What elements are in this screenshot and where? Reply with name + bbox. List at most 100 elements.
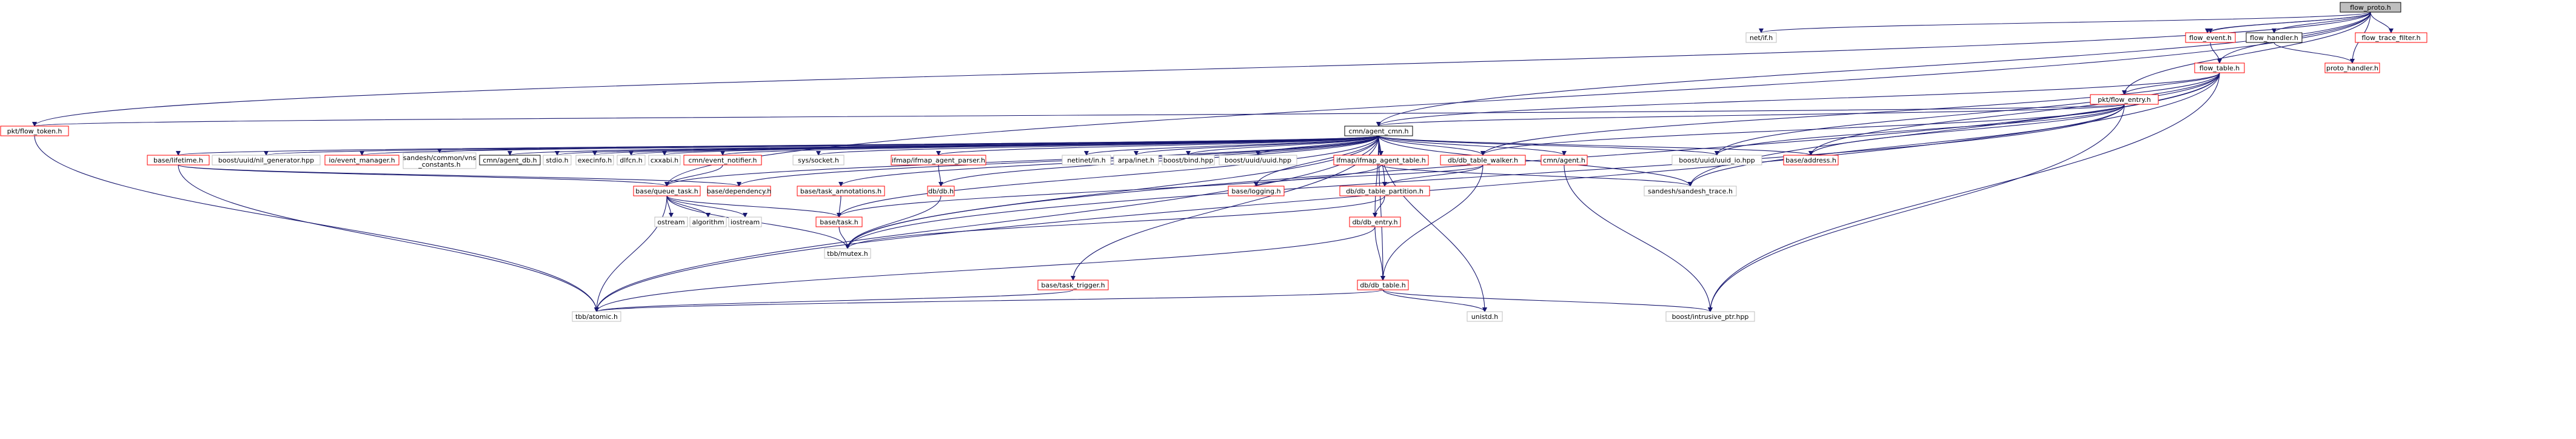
edge-agent-cmn-to-sys-socket (816, 135, 1379, 156)
file-node-pkt-flow-token[interactable]: pkt/flow_token.h (0, 126, 69, 136)
edge-flow-table-to-agent-cmn (1376, 72, 2220, 127)
node-label: netinet/in.h (1067, 156, 1105, 164)
file-node-io-event-manager[interactable]: io/event_manager.h (324, 155, 400, 166)
file-node-pkt-flow-entry[interactable]: pkt/flow_entry.h (2090, 94, 2159, 105)
node-label: db/db.h (928, 187, 954, 195)
file-node-agent-cmn[interactable]: cmn/agent_cmn.h (1344, 126, 1413, 136)
edge-agent-cmn-to-vns-constants (437, 135, 1379, 153)
file-node-boost-uuid-gen: boost/uuid/nil_generator.hpp (212, 155, 321, 166)
edge-pkt-flow-entry-to-db-table-walker (1480, 104, 2125, 156)
edge-agent-cmn-to-arpa-inet (1134, 135, 1379, 156)
node-box (792, 155, 845, 166)
edge-base-queue-task-to-iostream (666, 195, 748, 218)
node-label: boost/bind.hpp (1163, 156, 1214, 164)
file-node-event-notifier[interactable]: cmn/event_notifier.h (683, 155, 762, 166)
node-label: pkt/flow_entry.h (2098, 96, 2151, 104)
node-box (1357, 280, 1409, 290)
node-box (648, 155, 681, 166)
node-label: pkt/flow_token.h (7, 127, 62, 135)
node-label: iostream (731, 218, 760, 226)
file-node-base-address[interactable]: base/address.h (1783, 155, 1839, 166)
node-label: base/dependency.h (707, 187, 772, 195)
node-label: cmn/agent_cmn.h (1349, 127, 1409, 135)
node-box (1671, 155, 1762, 166)
node-label: base/task.h (820, 218, 858, 226)
node-box (543, 155, 572, 166)
edge-agent-cmn-to-netinet-in (1084, 135, 1379, 156)
node-label: base/address.h (1785, 156, 1836, 164)
file-node-db-table[interactable]: db/db_table.h (1357, 280, 1409, 290)
file-node-flow-handler[interactable]: flow_handler.h (2246, 32, 2303, 43)
file-node-base-lifetime[interactable]: base/lifetime.h (147, 155, 210, 166)
node-box (1162, 155, 1215, 166)
node-label: proto_handler.h (2326, 64, 2378, 72)
file-node-flow-trace-filter[interactable]: flow_trace_filter.h (2355, 32, 2427, 43)
file-node-sandesh-trace: sandesh/sandesh_trace.h (1644, 186, 1737, 196)
file-node-base-logging[interactable]: base/logging.h (1228, 186, 1285, 196)
node-box (815, 216, 863, 227)
node-box (1037, 280, 1109, 290)
file-node-cmn-agent[interactable]: cmn/agent.h (1541, 155, 1588, 166)
node-box (324, 155, 400, 166)
edge-db-table-partition-to-tbb-mutex (845, 195, 1385, 249)
file-node-base-queue-task[interactable]: base/queue_task.h (633, 186, 701, 196)
file-node-unistd: unistd.h (1467, 311, 1503, 322)
node-box (1541, 155, 1588, 166)
node-box (654, 216, 688, 227)
node-label: ostream (657, 218, 684, 226)
file-node-cmn-agent-db[interactable]: cmn/agent_db.h (479, 155, 541, 166)
file-node-base-task-trigger[interactable]: base/task_trigger.h (1037, 280, 1109, 290)
node-box (1344, 126, 1413, 136)
file-node-ostream: ostream (654, 216, 688, 227)
node-label: base/queue_task.h (635, 187, 698, 195)
edge-flow-event-to-flow-table (2210, 42, 2222, 64)
node-box (2194, 62, 2245, 73)
file-node-db-table-walker[interactable]: db/db_table_walker.h (1440, 155, 1526, 166)
file-node-netinet-in: netinet/in.h (1062, 155, 1111, 166)
node-box (0, 126, 69, 136)
edge-agent-cmn-to-tbb-mutex (845, 135, 1379, 249)
file-node-base-task[interactable]: base/task.h (815, 216, 863, 227)
node-label: flow_handler.h (2250, 34, 2298, 42)
node-label: boost/intrusive_ptr.hpp (1672, 313, 1749, 321)
edge-db-table-walker-to-db-table-partition (1382, 164, 1484, 187)
file-node-base-task-annot[interactable]: base/task_annotations.h (797, 186, 885, 196)
node-label: ifmap/ifmap_agent_parser.h (892, 156, 985, 164)
file-node-ifmap-agent-table[interactable]: ifmap/ifmap_agent_table.h (1333, 155, 1429, 166)
node-label: dlfcn.h (620, 156, 642, 164)
file-node-db-db[interactable]: db/db.h (927, 186, 955, 196)
node-label: sandesh/sandesh_trace.h (1648, 187, 1733, 195)
file-node-db-table-partition[interactable]: db/db_table_partition.h (1339, 186, 1430, 196)
edge-base-queue-task-to-tbb-atomic (594, 195, 667, 312)
edge-flow-table-to-pkt-flow-entry (2122, 72, 2220, 95)
edge-db-table-to-tbb-atomic (594, 289, 1383, 312)
node-label: base/task_trigger.h (1041, 281, 1105, 289)
file-node-ifmap-agent-parser[interactable]: ifmap/ifmap_agent_parser.h (891, 155, 986, 166)
node-box (1783, 155, 1839, 166)
node-box (212, 155, 321, 166)
file-node-flow-table[interactable]: flow_table.h (2194, 62, 2245, 73)
node-box (1062, 155, 1111, 166)
file-node-flow-event[interactable]: flow_event.h (2185, 32, 2236, 43)
edge-pkt-flow-entry-to-agent-cmn (1376, 104, 2125, 127)
file-node-proto-handler[interactable]: proto_handler.h (2324, 62, 2380, 73)
node-box (927, 186, 955, 196)
node-box (824, 248, 871, 259)
file-node-flow-proto[interactable]: flow_proto.h (2340, 2, 2401, 13)
file-node-base-dependency[interactable]: base/dependency.h (707, 186, 772, 196)
edge-agent-cmn-to-base-dependency (737, 135, 1379, 187)
node-label: db/db_table_walker.h (1448, 156, 1518, 164)
node-label: algorithm (692, 218, 724, 226)
node-label: sys/socket.h (798, 156, 839, 164)
node-box (1219, 155, 1297, 166)
edge-ifmap-agent-table-to-sandesh-trace (1380, 164, 1693, 187)
edge-agent-cmn-to-boost-bind (1186, 135, 1379, 156)
node-box (572, 311, 621, 322)
node-label: flow_event.h (2189, 34, 2232, 42)
edge-pkt-flow-entry-to-pkt-flow-token (33, 104, 2125, 127)
file-node-net-if: net/if.h (1745, 32, 1777, 43)
edge-agent-cmn-to-db-table-walker (1378, 135, 1485, 156)
edge-agent-cmn-to-cmn-agent (1378, 135, 1567, 156)
edge-flow-table-to-sandesh-trace (1688, 72, 2220, 187)
file-node-db-entry[interactable]: db/db_entry.h (1349, 216, 1401, 227)
